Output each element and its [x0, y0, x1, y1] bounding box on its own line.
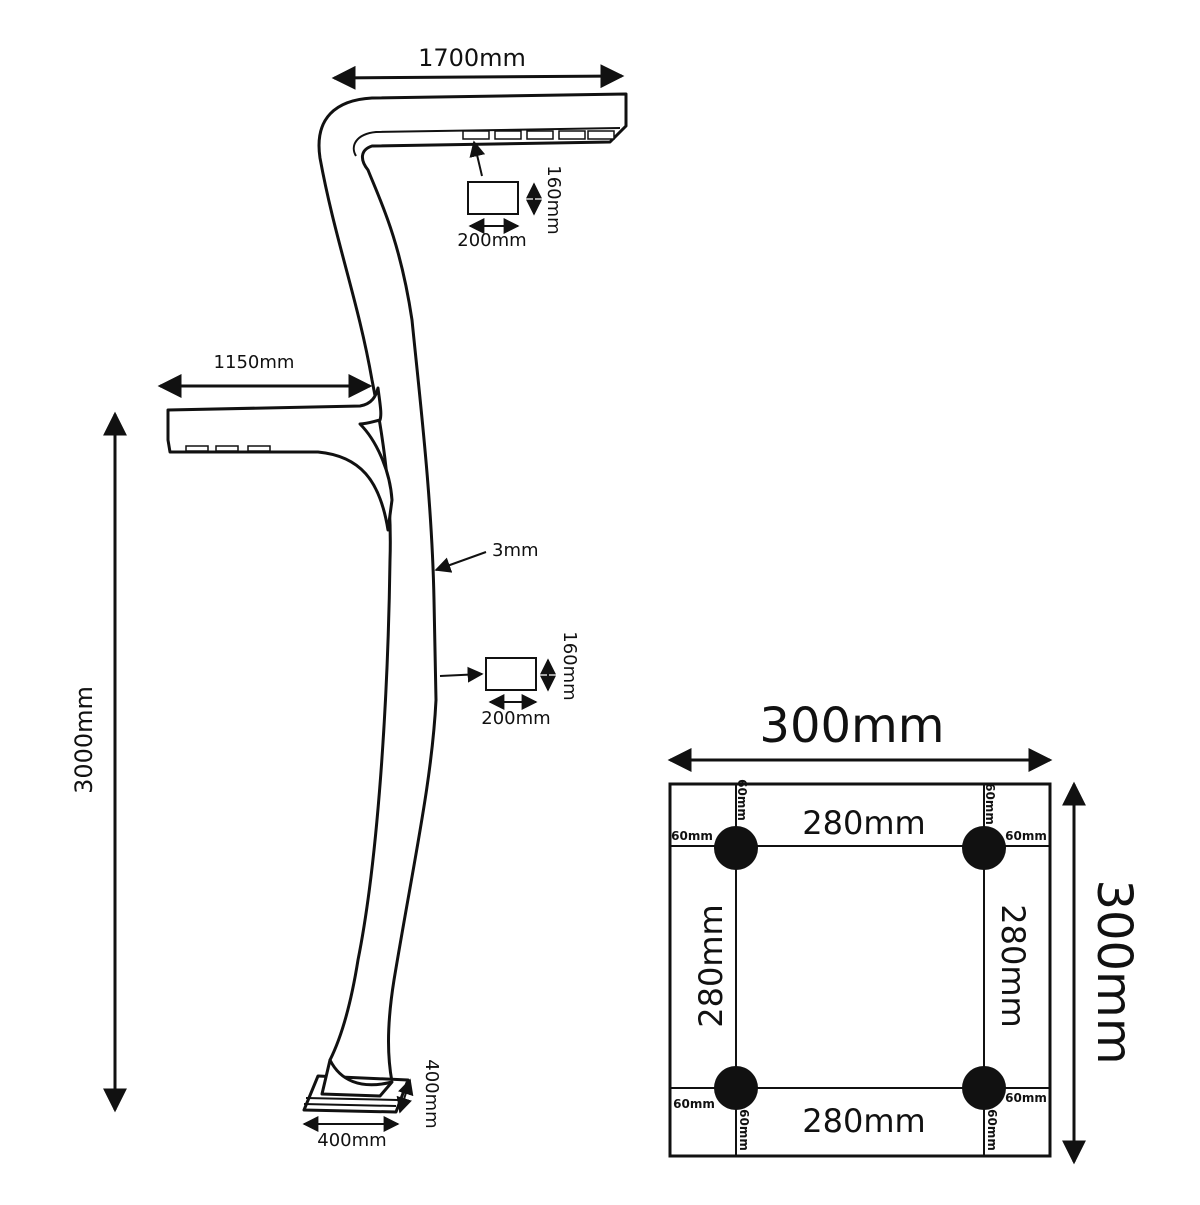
upper-arm-dimension-line	[331, 64, 625, 90]
bolt-spacing-left-label: 280mm	[692, 904, 730, 1027]
bolt-hole-bottom-right	[962, 1066, 1006, 1110]
lower-led-array	[185, 445, 271, 452]
upper-panel-width-label: 200mm	[457, 230, 526, 251]
edge-offset-label: 60mm	[671, 829, 713, 843]
plate-height-label: 300mm	[1086, 879, 1142, 1064]
upper-panel-rect	[467, 181, 519, 215]
bolt-hole-bottom-left	[714, 1066, 758, 1110]
upper-led-array	[462, 130, 615, 140]
wall-thickness-label: 3mm	[492, 540, 539, 561]
upper-arm-length-label: 1700mm	[418, 44, 526, 72]
led-module	[215, 445, 239, 452]
upper-panel-height-label: 160mm	[543, 165, 564, 234]
base-depth-label: 400mm	[421, 1059, 442, 1128]
pole-base	[302, 1058, 410, 1114]
mid-panel-height-label: 160mm	[559, 631, 580, 700]
wall-thickness-leader	[434, 551, 487, 573]
bolt-hole-top-left	[714, 826, 758, 870]
upper-panel-detail: 160mm 200mm	[457, 140, 564, 251]
led-module	[462, 130, 490, 140]
bolt-holes	[714, 826, 1006, 1110]
bolt-spacing-right-label: 280mm	[994, 904, 1032, 1027]
label-bg	[790, 1102, 936, 1138]
led-module	[526, 130, 554, 140]
led-module	[558, 130, 586, 140]
mid-panel-detail: 160mm 200mm	[439, 631, 580, 729]
mid-panel-leader	[439, 666, 484, 683]
bolt-spacing-bottom-label: 280mm	[802, 1102, 925, 1140]
mid-panel-width-label: 200mm	[481, 708, 550, 729]
led-module	[587, 130, 615, 140]
plate-width-label: 300mm	[759, 698, 944, 754]
led-module	[185, 445, 209, 452]
pole-elevation: 1700mm 1150mm 3000mm 160mm 200mm 3mm 160…	[70, 44, 628, 1151]
base-plate-plan: 300mm 300mm 280mm 280mm 280mm 280mm	[667, 698, 1142, 1165]
base-depth-arrow	[396, 1078, 414, 1114]
label-bg	[694, 896, 734, 1036]
label-bg	[988, 896, 1028, 1036]
bolt-hole-top-right	[962, 826, 1006, 870]
edge-offset-label: 60mm	[1005, 829, 1047, 843]
upper-panel-leader	[469, 140, 486, 177]
led-module	[494, 130, 522, 140]
lower-arm-length-label: 1150mm	[214, 352, 295, 373]
label-bg	[790, 806, 936, 842]
led-module	[247, 445, 271, 452]
edge-offset-label: 60mm	[1005, 1091, 1047, 1105]
edge-offset-label: 60mm	[735, 779, 749, 821]
edge-offset-label: 60mm	[673, 1097, 715, 1111]
height-label: 3000mm	[70, 686, 98, 794]
edge-offset-label: 60mm	[983, 783, 997, 825]
lower-arm	[166, 386, 394, 532]
pole-inner-contour	[352, 127, 621, 157]
mid-panel-rect	[485, 657, 537, 691]
edge-offset-label: 60mm	[737, 1109, 751, 1151]
base-width-label: 400mm	[317, 1130, 386, 1151]
bolt-spacing-top-label: 280mm	[802, 804, 925, 842]
edge-offset-label: 60mm	[985, 1109, 999, 1151]
